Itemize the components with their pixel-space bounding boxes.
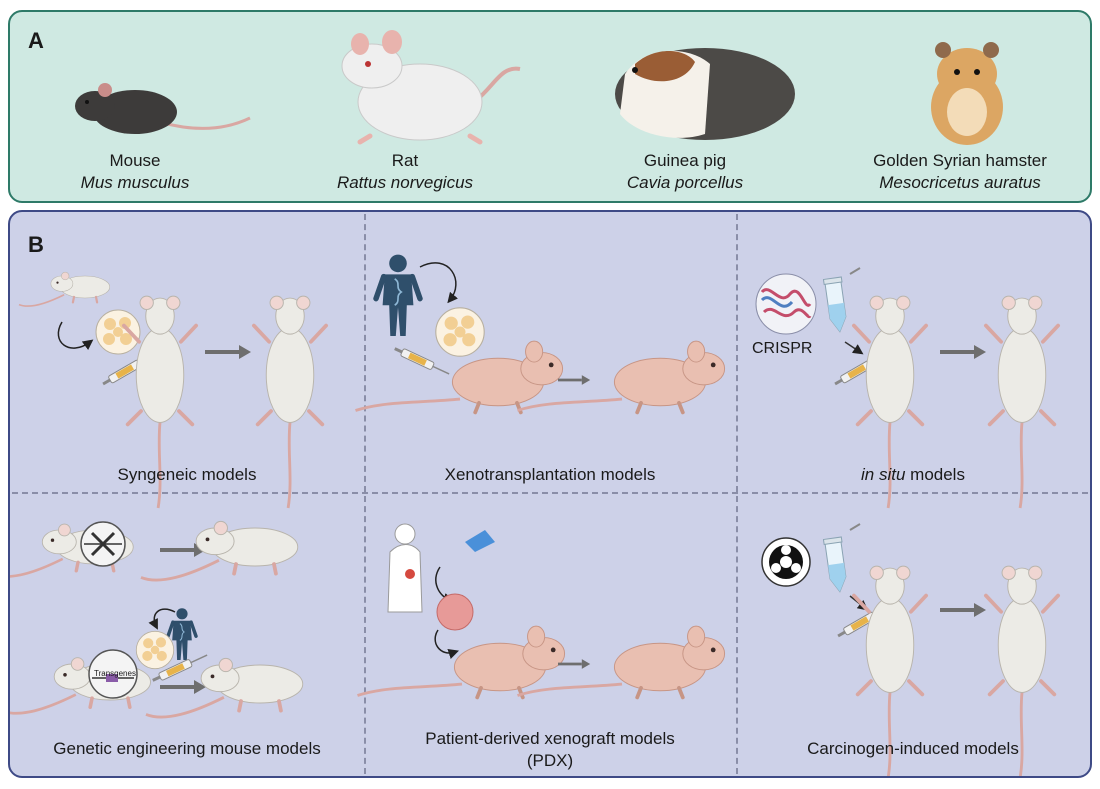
cell-label-carcinogen: Carcinogen-induced models <box>807 739 1019 758</box>
cell-label-gemm: Genetic engineering mouse models <box>53 739 321 758</box>
species-guinea-pig: Guinea pig Cavia porcellus <box>600 150 770 194</box>
pdx-line-2: (PDX) <box>526 751 574 770</box>
grid-divider-horizontal <box>12 492 1088 494</box>
carcinogen-illustration <box>761 523 1060 776</box>
in-situ-illustration <box>755 267 1060 510</box>
pdx-illustration <box>355 523 727 700</box>
species-latin-name: Cavia porcellus <box>626 173 744 192</box>
in-situ-italic: in situ <box>861 465 906 484</box>
transgenes-label: Transgenes <box>94 669 136 678</box>
grid-divider-vertical-2 <box>736 214 738 774</box>
cell-label-pdx: Patient-derived xenograft models (PDX) <box>364 728 736 772</box>
xenotransplantation-illustration <box>353 255 727 415</box>
hamster-icon <box>931 42 1003 145</box>
rat-icon <box>341 30 521 145</box>
species-common-name: Golden Syrian hamster <box>873 151 1047 170</box>
species-hamster: Golden Syrian hamster Mesocricetus aurat… <box>850 150 1070 194</box>
cell-label-in-situ: in situ models <box>736 464 1090 486</box>
species-latin-name: Rattus norvegicus <box>336 173 474 192</box>
pdx-line-1: Patient-derived xenograft models <box>425 729 675 748</box>
gemm-illustration <box>10 519 305 719</box>
species-common-name: Rat <box>391 151 419 170</box>
species-latin-name: Mesocricetus auratus <box>879 173 1041 192</box>
panel-b: B <box>8 210 1092 778</box>
panel-b-illustrations <box>10 212 1060 776</box>
species-mouse: Mouse Mus musculus <box>65 150 205 194</box>
guinea-pig-icon <box>615 48 795 140</box>
species-common-name: Mouse <box>109 151 161 170</box>
in-situ-rest: models <box>905 465 965 484</box>
panel-b-letter: B <box>28 232 44 257</box>
panel-a-letter: A <box>28 28 44 53</box>
species-common-name: Guinea pig <box>643 151 727 170</box>
panel-a: A Mouse Mus musculus Rat Rattus <box>8 10 1092 203</box>
mouse-icon <box>75 83 251 134</box>
cell-label-syngeneic: Syngeneic models <box>117 465 257 484</box>
grid-divider-vertical-1 <box>364 214 366 774</box>
species-rat: Rat Rattus norvegicus <box>310 150 500 194</box>
species-latin-name: Mus musculus <box>80 173 190 192</box>
crispr-label: CRISPR <box>752 340 813 357</box>
cell-label-xenotransplantation: Xenotransplantation models <box>444 465 656 484</box>
syngeneic-illustration <box>17 271 329 510</box>
